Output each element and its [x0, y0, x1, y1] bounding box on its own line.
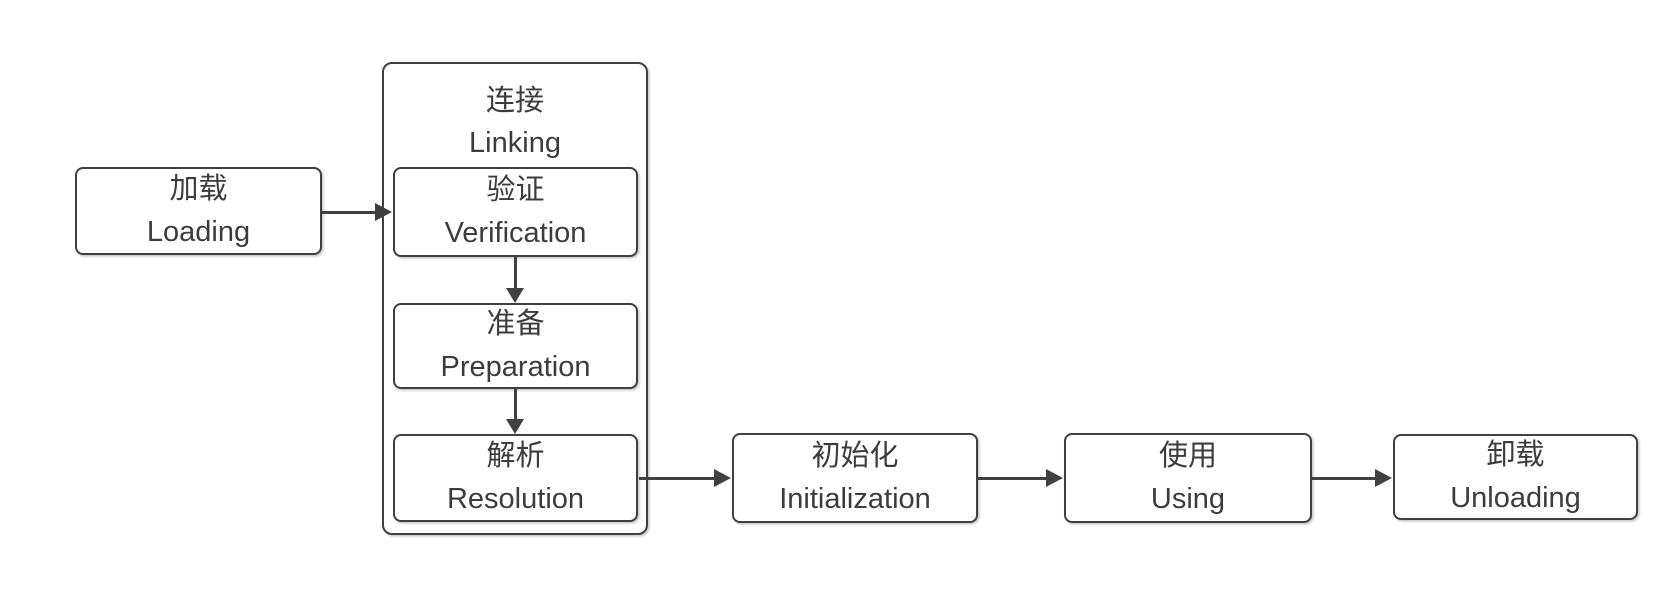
arrowhead-down-icon: [506, 419, 524, 434]
arrowhead-right-icon: [714, 469, 731, 487]
arrowhead-right-icon: [375, 203, 392, 221]
arrow-shaft: [513, 257, 517, 288]
arrow-shaft: [513, 389, 517, 419]
node-using: 使用 Using: [1064, 433, 1312, 523]
linking-label-zh: 连接: [485, 85, 544, 117]
using-label-en: Using: [1150, 483, 1226, 515]
preparation-label-zh: 准备: [486, 308, 545, 340]
verification-label-zh: 验证: [486, 174, 545, 206]
unloading-label-zh: 卸载: [1486, 439, 1545, 471]
arrow-shaft: [978, 476, 1046, 480]
arrow-shaft: [639, 476, 714, 480]
node-loading: 加载 Loading: [75, 167, 322, 255]
node-verification: 验证 Verification: [393, 167, 638, 257]
arrowhead-right-icon: [1375, 469, 1392, 487]
arrowhead-right-icon: [1046, 469, 1063, 487]
node-resolution: 解析 Resolution: [393, 434, 638, 522]
arrow-shaft: [322, 210, 375, 214]
arrowhead-down-icon: [506, 288, 524, 303]
initialization-label-zh: 初始化: [811, 440, 899, 472]
node-initialization: 初始化 Initialization: [732, 433, 978, 523]
resolution-label-en: Resolution: [446, 483, 585, 515]
initialization-label-en: Initialization: [779, 483, 931, 515]
arrow-shaft: [1312, 476, 1375, 480]
using-label-zh: 使用: [1158, 440, 1217, 472]
unloading-label-en: Unloading: [1450, 482, 1581, 514]
resolution-label-zh: 解析: [486, 440, 545, 472]
loading-label-en: Loading: [146, 216, 251, 248]
preparation-label-en: Preparation: [440, 351, 591, 383]
linking-group-title: 连接 Linking: [382, 80, 648, 164]
node-unloading: 卸载 Unloading: [1393, 434, 1638, 520]
loading-label-zh: 加载: [169, 173, 228, 205]
node-preparation: 准备 Preparation: [393, 303, 638, 389]
linking-label-en: Linking: [469, 127, 561, 159]
verification-label-en: Verification: [444, 217, 587, 249]
